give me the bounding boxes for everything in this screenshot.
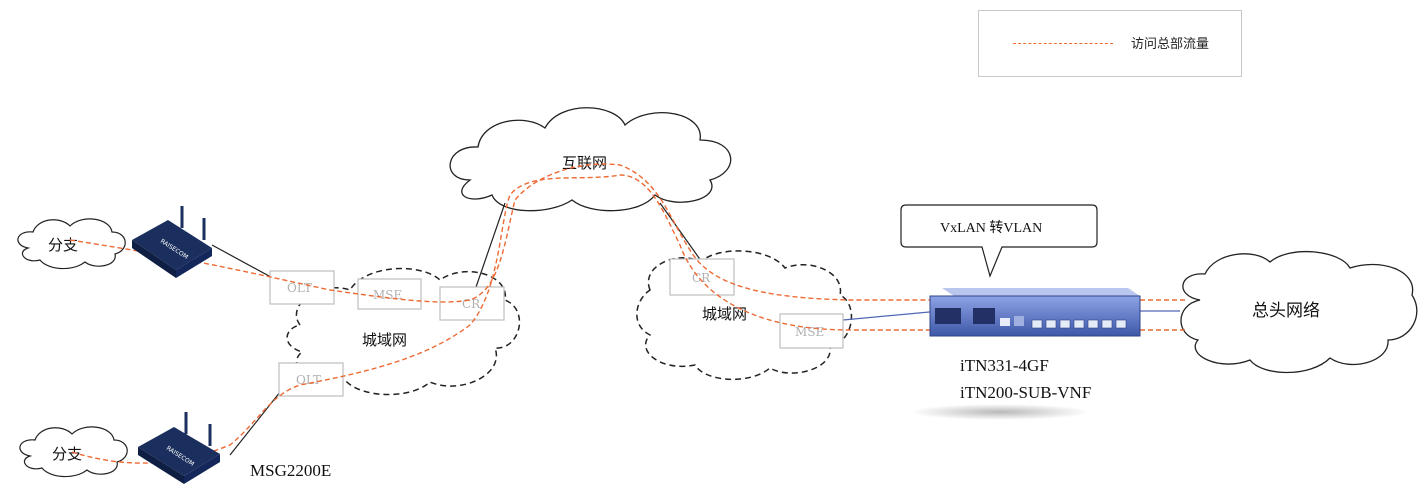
- branch-top-label: 分支: [48, 236, 78, 254]
- links: [211, 202, 1180, 456]
- callout: VxLAN 转VLAN: [900, 204, 1098, 278]
- metro-left-label: 城域网: [362, 331, 407, 349]
- olt-bottom-box: OLT: [278, 362, 344, 397]
- router-top: RAISECOM: [132, 206, 212, 278]
- legend: 访问总部流量: [978, 10, 1242, 77]
- internet-label: 互联网: [562, 154, 607, 172]
- olt-top-label: OLT: [287, 281, 312, 295]
- cr-left-box: CR: [439, 286, 505, 321]
- olt-top-box: OLT: [269, 270, 335, 305]
- link-internet-cr-right: [659, 202, 705, 266]
- branch-cloud-bottom: 分支: [19, 426, 128, 478]
- link-cr-left-internet: [474, 202, 506, 291]
- cr-left-label: CR: [462, 297, 481, 311]
- router-model-label: MSG2200E: [250, 461, 331, 480]
- mse-left-label: MSE: [373, 288, 402, 302]
- olt-bottom-label: OLT: [296, 373, 321, 387]
- mse-right-box: MSE: [779, 313, 844, 349]
- callout-text: VxLAN 转VLAN: [940, 220, 1042, 236]
- switch-label-line1: iTN331-4GF: [960, 356, 1049, 375]
- legend-label: 访问总部流量: [1131, 37, 1210, 52]
- link-mse-switch: [842, 310, 941, 321]
- switch-device: [910, 288, 1141, 420]
- legend-line-swatch: [1013, 43, 1113, 44]
- branch-cloud-top: 分支: [17, 218, 126, 270]
- router-bottom: RAISECOM: [138, 412, 220, 484]
- metro-right-label: 城域网: [702, 305, 747, 323]
- cr-right-box: CR: [669, 258, 735, 296]
- hq-cloud: 总头网络: [1180, 250, 1418, 374]
- traffic-paths: [69, 163, 1185, 464]
- traffic-path-bottom: [71, 174, 1185, 464]
- link-router-top-olt: [211, 244, 281, 283]
- hq-label: 总头网络: [1252, 301, 1320, 321]
- internet-cloud: 互联网: [449, 107, 732, 212]
- mse-left-box: MSE: [357, 278, 422, 310]
- link-router-bottom-olt: [229, 381, 289, 456]
- traffic-path-top: [69, 163, 1185, 303]
- branch-bottom-label: 分支: [52, 445, 82, 463]
- switch-label-line2: iTN200-SUB-VNF: [960, 383, 1091, 402]
